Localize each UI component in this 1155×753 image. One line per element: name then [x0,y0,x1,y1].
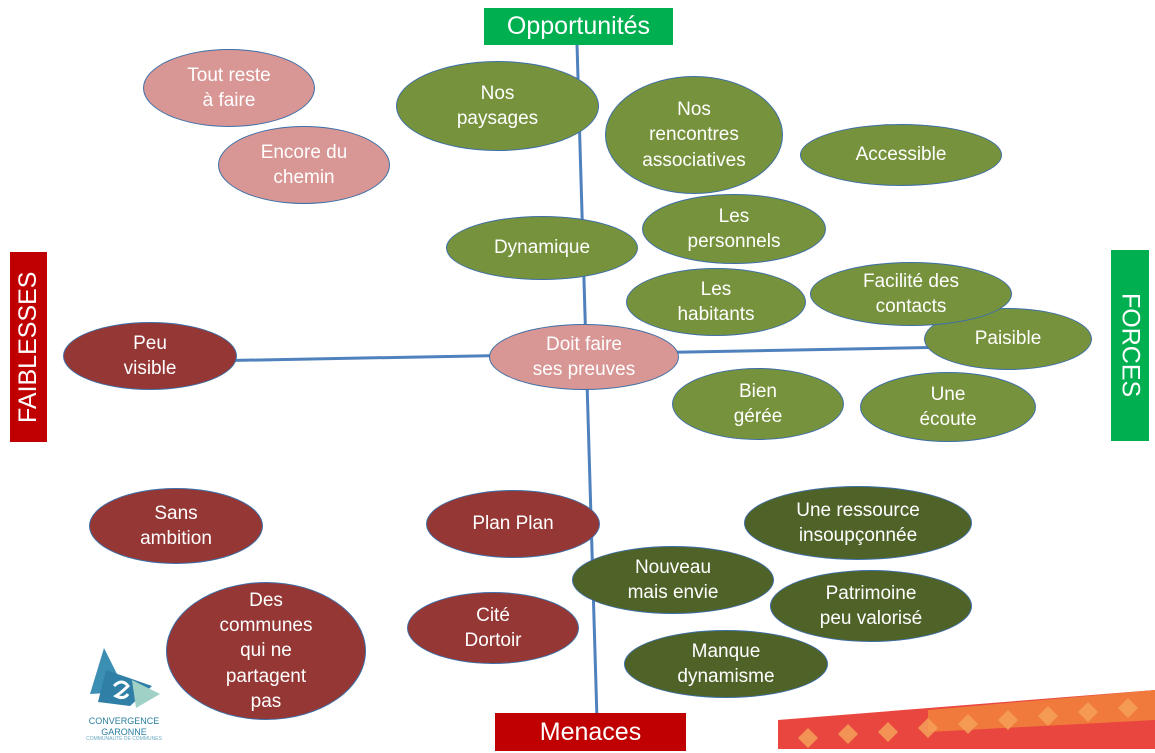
label-forces: FORCES [1111,250,1149,441]
bubble-doit-faire-ses-preuves: Doit faire ses preuves [489,324,679,390]
bubble-facilite-des-contacts: Facilité des contacts [810,262,1012,326]
logo-subtitle: COMMUNAUTÉ DE COMMUNES [86,736,162,743]
label-faiblesses: FAIBLESSES [10,252,47,442]
bubble-tout-reste-a-faire: Tout reste à faire [143,49,315,127]
bubble-patrimoine-peu-valorise: Patrimoine peu valorisé [770,570,972,642]
bubble-les-personnels: Les personnels [642,194,826,264]
bubble-les-habitants: Les habitants [626,268,806,336]
bubble-une-ecoute: Une écoute [860,372,1036,442]
bubble-peu-visible: Peu visible [63,322,237,390]
bubble-des-communes-qui-ne-partagent-pas: Des communes qui ne partagent pas [166,582,366,720]
logo-name: CONVERGENCE GARONNE [88,716,160,737]
bubble-plan-plan: Plan Plan [426,490,600,558]
logo-text: CONVERGENCE GARONNE COMMUNAUTÉ DE COMMUN… [76,706,172,753]
bubble-bien-geree: Bien gérée [672,368,844,440]
convergence-garonne-logo [90,648,160,708]
bubble-accessible: Accessible [800,124,1002,186]
decorative-pattern [778,690,1155,749]
bubble-cite-dortoir: Cité Dortoir [407,592,579,664]
bubble-sans-ambition: Sans ambition [89,488,263,564]
bubble-une-ressource-insoupconnee: Une ressource insoupçonnée [744,486,972,560]
label-opportunites: Opportunités [484,8,673,45]
bubble-encore-du-chemin: Encore du chemin [218,126,390,204]
bubble-nos-paysages: Nos paysages [396,61,599,151]
bubble-nos-rencontres: Nos rencontres associatives [605,76,783,194]
bubble-nouveau-mais-envie: Nouveau mais envie [572,546,774,614]
bubble-manque-dynamisme: Manque dynamisme [624,630,828,698]
label-menaces: Menaces [495,713,686,751]
bubble-dynamique: Dynamique [446,216,638,280]
